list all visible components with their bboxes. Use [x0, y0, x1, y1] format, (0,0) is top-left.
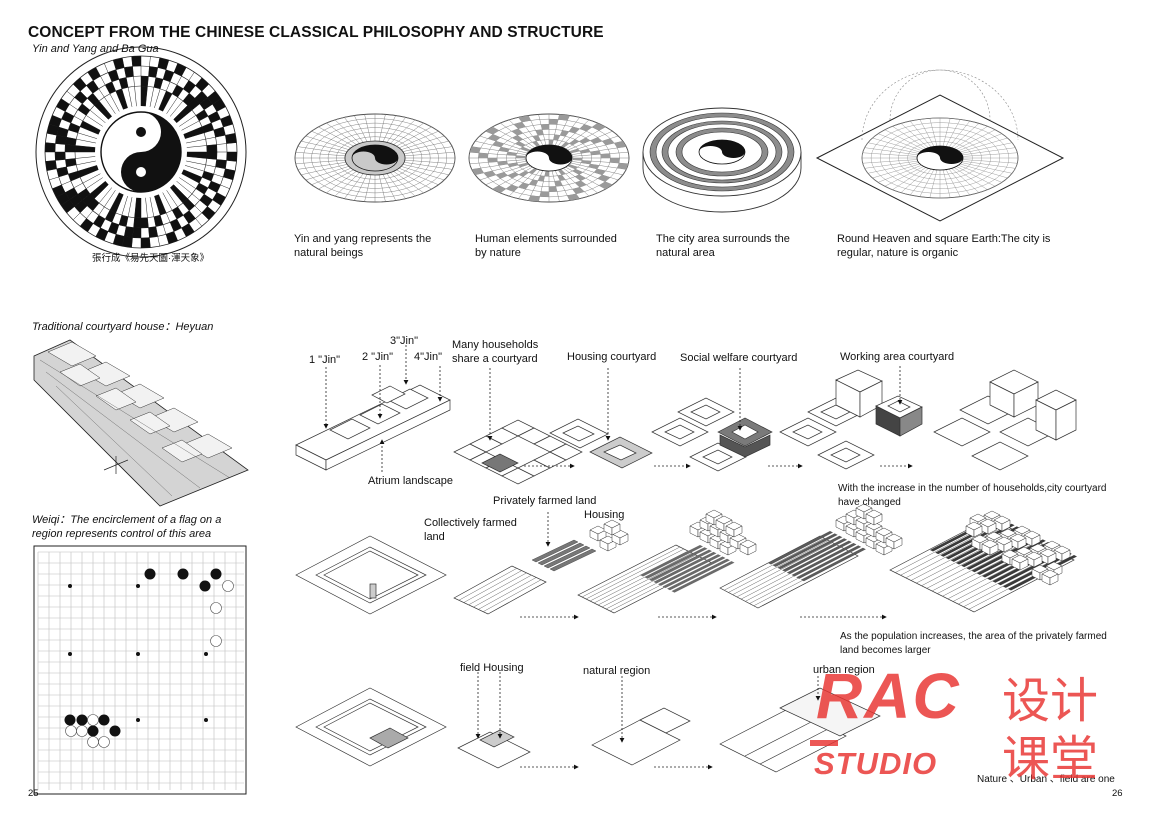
page-title: CONCEPT FROM THE CHINESE CLASSICAL PHILO…: [28, 24, 604, 41]
weiqi-section-label: Weiqi：The encirclement of a flag on a re…: [32, 514, 222, 540]
bagua-diagram: [35, 46, 247, 258]
label-jin1: 1 "Jin": [309, 354, 341, 366]
disc-round-heaven-square-earth: [815, 69, 1065, 222]
region-row: [295, 687, 881, 773]
label-atrium: Atrium landscape: [368, 475, 453, 487]
farmland-note: As the population increases, the area of…: [840, 631, 1107, 656]
disc-human-surrounded: [468, 113, 630, 203]
caption-city-area: The city area surrounds the natural area: [656, 233, 790, 259]
label-many-households: Many households share a courtyard: [452, 339, 539, 365]
label-urban-region: urban region: [813, 664, 875, 676]
caption-round-heaven: Round Heaven and square Earth:The city i…: [837, 233, 1051, 259]
courtyard-note: With the increase in the number of house…: [838, 483, 1107, 508]
caption-human-elements: Human elements surrounded by nature: [475, 233, 617, 259]
yinyang-section-label: Yin and Yang and Ba Gua: [32, 43, 159, 55]
bagua-source-caption: 張行成《易先天圖·渾天象》: [92, 253, 210, 264]
label-private-land: Privately farmed land: [493, 495, 597, 507]
watermark-chinese: 设计 课堂: [1002, 673, 1099, 787]
watermark-brand: RAC: [816, 660, 961, 732]
label-field-housing: field Housing: [460, 662, 524, 674]
label-working-area: Working area courtyard: [840, 351, 955, 363]
label-housing-courtyard: Housing courtyard: [567, 351, 657, 363]
label-social-welfare: Social welfare courtyard: [680, 352, 798, 364]
region-note: Nature 、Urban 、field are one: [977, 774, 1115, 785]
label-housing: Housing: [584, 509, 625, 521]
label-jin3: 3"Jin": [390, 335, 418, 347]
weiqi-board: [33, 545, 247, 795]
label-jin2: 2 "Jin": [362, 351, 394, 363]
label-collective-land: Collectively farmed land: [424, 517, 517, 543]
page-number-right: 26: [1112, 788, 1123, 799]
disc-city-surrounds: [642, 107, 802, 213]
caption-yin-yang: Yin and yang represents the natural bein…: [294, 233, 432, 259]
page-number-left: 25: [28, 788, 39, 799]
watermark-studio: STUDIO: [814, 746, 938, 781]
heyuan-perspective: [33, 339, 249, 507]
disc-yin-yang: [294, 113, 456, 203]
label-natural-region: natural region: [583, 665, 651, 677]
label-jin4: 4"Jin": [414, 351, 442, 363]
watermark-logo: [810, 740, 838, 746]
courtyard-row: [295, 369, 1077, 485]
courtyard-section-label: Traditional courtyard house：Heyuan: [32, 321, 214, 333]
farmland-row: [295, 503, 1077, 615]
